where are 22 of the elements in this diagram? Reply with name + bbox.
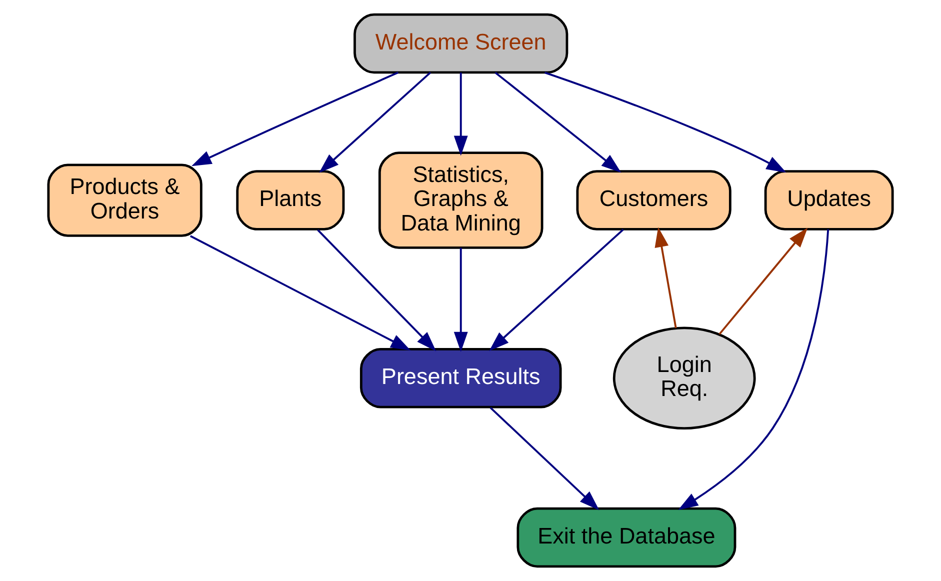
arrow (654, 227, 677, 328)
arrow (544, 72, 786, 173)
arrow (494, 72, 622, 173)
arrow (454, 248, 468, 352)
node-box: Statistics, Graphs & Data Mining (378, 152, 544, 249)
node-box: Plants (236, 170, 345, 230)
arrow (490, 406, 600, 510)
node-box: Products & Orders (47, 164, 202, 237)
arrow (190, 235, 411, 350)
node-box: Present Results (360, 348, 562, 408)
arrow (718, 228, 808, 335)
arrow (319, 72, 432, 173)
arrow (454, 72, 468, 156)
node-ellipse: Login Req. (612, 326, 756, 430)
node-box: Exit the Database (516, 507, 736, 568)
arrow (191, 72, 399, 166)
node-box: Welcome Screen (354, 13, 568, 74)
arrow (678, 229, 830, 510)
arrow (317, 229, 436, 352)
node-box: Updates (764, 170, 894, 230)
arrow (489, 228, 624, 351)
node-box: Customers (576, 170, 732, 230)
